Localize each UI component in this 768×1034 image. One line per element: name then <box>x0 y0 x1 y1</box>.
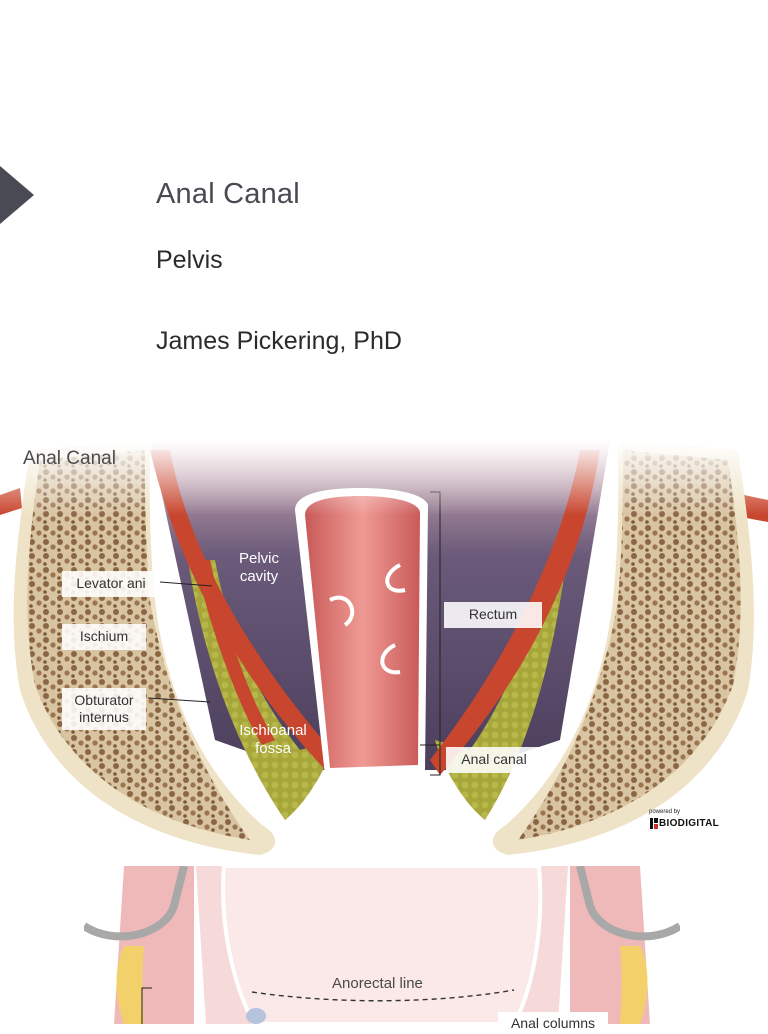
powered-by-text: powered by <box>649 809 681 815</box>
slide-title: Anal Canal <box>156 178 300 210</box>
label-ischioanal-fossa: Ischioanal fossa <box>239 722 307 757</box>
label-anorectal-line: Anorectal line <box>332 975 423 992</box>
label-obturator-internus: Obturator internus <box>62 688 146 730</box>
anal-canal-cross-section <box>84 866 680 1024</box>
slide-author: James Pickering, PhD <box>156 327 402 355</box>
anal-canal-illustration <box>0 440 768 860</box>
label-pelvic-cavity: Pelvic cavity <box>238 550 279 585</box>
label-rectum: Rectum <box>444 602 542 628</box>
label-anal-canal: Anal canal <box>446 747 542 773</box>
slide-marker-arrow <box>0 166 34 224</box>
label-ischium: Ischium <box>62 624 146 650</box>
label-levator-ani: Levator ani <box>62 571 160 597</box>
biodigital-logo-icon <box>650 818 658 829</box>
biodigital-brand: BIODIGITAL <box>659 818 720 829</box>
figure-title: Anal Canal <box>23 448 116 469</box>
label-anal-columns: Anal columns <box>498 1012 608 1032</box>
slide-subtitle: Pelvis <box>156 246 223 274</box>
